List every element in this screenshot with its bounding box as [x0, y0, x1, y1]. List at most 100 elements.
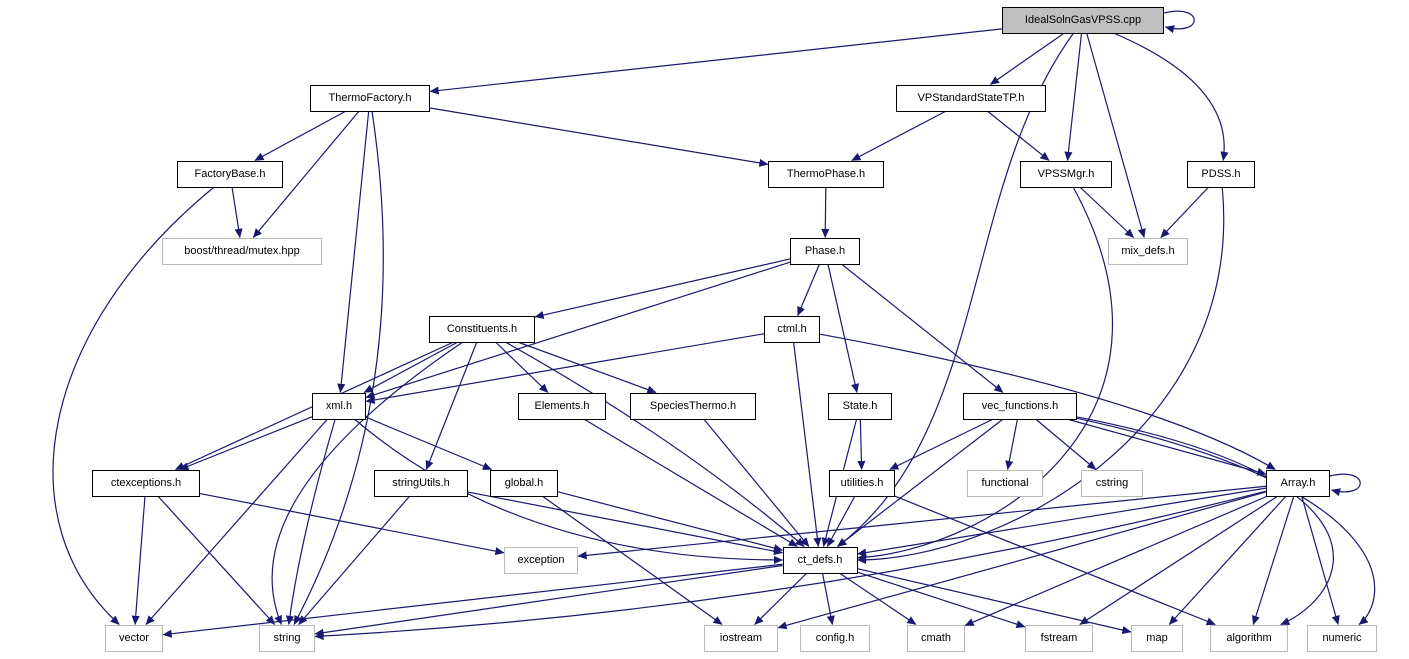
edge-constituents-ctdefs: [505, 341, 805, 547]
edge-thermofactory-xml: [337, 111, 370, 394]
edge-ideal-vpstandardstatetp: [989, 33, 1064, 85]
edge-ideal-pdss: [1114, 32, 1229, 162]
node-constituents[interactable]: Constituents.h: [429, 315, 535, 343]
edge-ctdefs-iostream: [754, 573, 807, 625]
node-vector: vector: [105, 624, 163, 652]
edge-ctexceptions-vector: [131, 496, 146, 626]
edge-thermophase-phase: [821, 187, 830, 239]
edge-ideal-vpssmgr: [1064, 33, 1083, 162]
edge-phase-vecfunctions: [841, 264, 1004, 393]
node-stringutils[interactable]: stringUtils.h: [374, 469, 468, 497]
edge-phase-state: [827, 264, 860, 393]
node-mutex: boost/thread/mutex.hpp: [162, 237, 322, 265]
node-factorybase[interactable]: FactoryBase.h: [177, 160, 283, 188]
node-global[interactable]: global.h: [490, 469, 558, 497]
node-ideal[interactable]: IdealSolnGasVPSS.cpp: [1002, 6, 1164, 34]
edge-ctml-xml: [365, 333, 765, 404]
node-config: config.h: [800, 624, 870, 652]
node-utilities[interactable]: utilities.h: [829, 469, 895, 497]
edge-constituents-elements: [495, 342, 549, 393]
edge-vecfunctions-array: [1068, 418, 1267, 476]
node-thermophase[interactable]: ThermoPhase.h: [768, 160, 884, 188]
edge-ctdefs-fstream: [857, 571, 1026, 629]
node-vpssmgr[interactable]: VPSSMgr.h: [1020, 160, 1112, 188]
edge-thermofactory-string: [293, 111, 384, 625]
edge-phase-xml: [365, 261, 791, 399]
node-fstream: fstream: [1025, 624, 1093, 652]
edge-global-ctdefs: [557, 491, 783, 553]
edge-xml-ctdefs: [354, 419, 784, 565]
node-phase[interactable]: Phase.h: [790, 237, 860, 265]
node-xml[interactable]: xml.h: [312, 392, 366, 420]
edge-constituents-xml: [363, 341, 458, 394]
edge-stringutils-string: [298, 496, 410, 625]
edge-ctdefs-cmath: [839, 573, 917, 625]
edge-xml-string: [285, 419, 336, 626]
node-vpstandardstatetp[interactable]: VPStandardStateTP.h: [896, 84, 1046, 112]
edge-xml-vector: [145, 419, 328, 625]
node-state[interactable]: State.h: [828, 392, 892, 420]
edge-vecfunctions-ctdefs: [837, 419, 1003, 547]
edge-thermofactory-thermophase: [429, 107, 769, 167]
edge-ctml-ctdefs: [793, 342, 822, 548]
node-map: map: [1131, 624, 1183, 652]
edge-constituents-speciesthermo: [518, 341, 657, 394]
edge-vecfunctions-functional: [1005, 419, 1018, 471]
edge-ctdefs-string: [314, 564, 783, 637]
node-array[interactable]: Array.h: [1266, 469, 1330, 497]
edge-array-cmath: [964, 495, 1267, 627]
edge-array-numeric: [1301, 496, 1340, 625]
edge-thermofactory-factorybase: [254, 110, 346, 162]
edge-ctexceptions-string: [157, 496, 276, 625]
edge-vecfunctions-utilities: [889, 418, 993, 471]
node-vecfunctions[interactable]: vec_functions.h: [963, 392, 1077, 420]
edge-factorybase-mutex: [231, 187, 243, 239]
edge-ideal-mixdefs: [1086, 33, 1146, 238]
node-elements[interactable]: Elements.h: [518, 392, 606, 420]
node-exception: exception: [504, 546, 578, 574]
node-ctdefs[interactable]: ct_defs.h: [782, 546, 858, 574]
node-pdss[interactable]: PDSS.h: [1187, 160, 1255, 188]
node-thermofactory[interactable]: ThermoFactory.h: [310, 84, 430, 112]
edge-stringutils-ctdefs: [467, 491, 784, 556]
edge-array-string: [314, 490, 1267, 641]
edge-array-fstream: [1079, 495, 1278, 626]
edge-vpstandardstatetp-vpssmgr: [987, 111, 1050, 161]
edge-ctml-array: [819, 333, 1276, 471]
node-string: string: [259, 624, 315, 652]
edge-vpssmgr-mixdefs: [1079, 187, 1135, 238]
node-ctexceptions[interactable]: ctexceptions.h: [92, 469, 200, 497]
edge-phase-constituents: [534, 258, 791, 320]
edge-ideal-thermofactory: [429, 28, 1003, 95]
edge-state-utilities: [857, 419, 866, 471]
node-speciesthermo[interactable]: SpeciesThermo.h: [630, 392, 756, 420]
edge-elements-ctdefs: [584, 418, 798, 548]
edge-speciesthermo-ctdefs: [703, 419, 810, 547]
edge-vpstandardstatetp-thermophase: [851, 110, 946, 162]
edge-xml-ctexceptions: [179, 416, 313, 471]
edge-array-exception: [577, 485, 1267, 560]
edge-array-map: [1168, 496, 1287, 625]
edge-ctdefs-config: [822, 573, 835, 626]
edge-utilities-ctdefs: [826, 496, 856, 547]
node-numeric: numeric: [1307, 624, 1377, 652]
edge-phase-ctml: [797, 264, 820, 316]
node-functional: functional: [967, 469, 1043, 497]
edge-ctexceptions-exception: [199, 492, 505, 556]
edge-global-iostream: [542, 496, 723, 625]
edge-constituents-string: [271, 342, 463, 625]
edge-vecfunctions-algorithm: [1076, 416, 1334, 626]
edge-array-array: [1329, 473, 1361, 497]
edge-constituents-stringutils: [425, 342, 478, 470]
edge-ctdefs-map: [857, 568, 1132, 635]
node-mixdefs: mix_defs.h: [1108, 237, 1188, 265]
edge-vpssmgr-ctdefs: [856, 187, 1113, 562]
edge-pdss-ctdefs: [856, 187, 1225, 565]
edge-vecfunctions-numeric: [1076, 417, 1376, 625]
edge-array-algorithm: [1251, 496, 1295, 625]
edge-ctdefs-vector: [162, 563, 783, 638]
node-ctml[interactable]: ctml.h: [764, 315, 820, 343]
node-cstring: cstring: [1081, 469, 1143, 497]
edge-ideal-ideal: [1163, 10, 1195, 34]
